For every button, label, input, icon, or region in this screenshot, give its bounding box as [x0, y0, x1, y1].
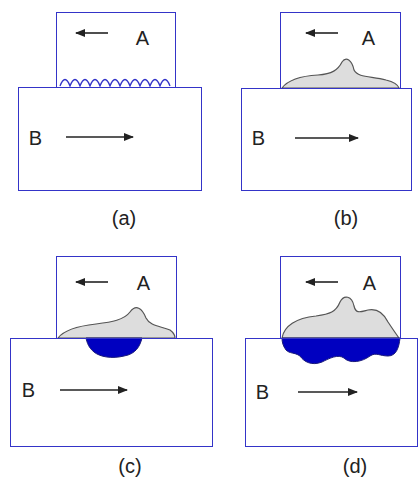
- block-label: A: [363, 273, 376, 293]
- panel-label: (b): [334, 208, 358, 228]
- wear-particle: [282, 338, 400, 364]
- block-label: A: [362, 28, 375, 48]
- block-box: B: [241, 88, 412, 191]
- transfer-layer: [282, 297, 399, 338]
- transfer-layer: [282, 59, 399, 88]
- panel-label: (c): [118, 456, 141, 476]
- block-label: B: [256, 382, 269, 402]
- wear-particle: [86, 338, 142, 357]
- panel-label: (d): [343, 456, 367, 476]
- asperity-line: [60, 80, 170, 87]
- block-box: B: [10, 338, 213, 447]
- block-box: A: [280, 256, 401, 339]
- transfer-layer: [58, 308, 175, 338]
- block-label: B: [22, 380, 35, 400]
- block-box: B: [245, 338, 418, 447]
- block-box: A: [280, 12, 401, 89]
- block-label: B: [29, 128, 42, 148]
- block-label: B: [252, 128, 265, 148]
- block-label: A: [137, 273, 150, 293]
- block-box: B: [18, 87, 202, 191]
- panel-label: (a): [112, 208, 136, 228]
- block-box: A: [56, 256, 177, 339]
- block-label: A: [136, 28, 149, 48]
- block-box: A: [56, 12, 176, 88]
